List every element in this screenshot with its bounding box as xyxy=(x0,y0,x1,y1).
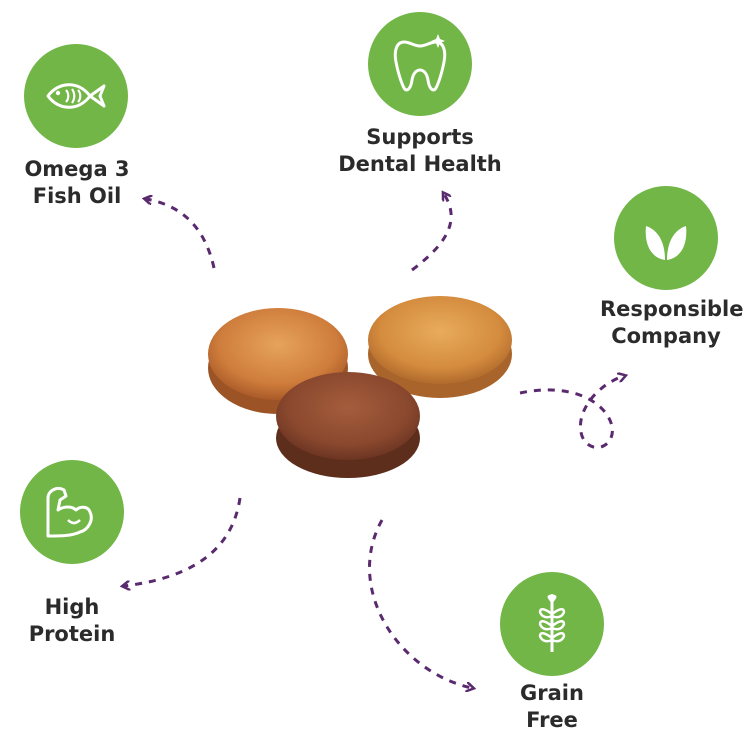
arrow-to-responsible xyxy=(519,376,624,449)
arrow-to-dental xyxy=(411,194,453,272)
protein-badge xyxy=(20,460,124,564)
wheat-icon xyxy=(538,594,566,652)
arrow-to-protein xyxy=(124,497,242,586)
responsible-line2: Company xyxy=(611,324,721,348)
treat-right xyxy=(368,296,512,398)
omega-label: Omega 3 Fish Oil xyxy=(22,156,132,210)
treat-front xyxy=(276,372,420,478)
arrow-to-grain xyxy=(368,519,472,688)
dental-line1: Supports xyxy=(366,125,474,149)
responsible-label: Responsible Company xyxy=(600,296,744,350)
protein-line1: High xyxy=(44,595,100,619)
omega-line1: Omega 3 xyxy=(24,157,130,181)
arrow-to-omega xyxy=(146,199,216,269)
responsible-badge xyxy=(614,186,718,290)
grain-line1: Grain xyxy=(520,681,584,705)
flexed-arm-icon xyxy=(46,486,93,538)
leaf-icon xyxy=(645,226,687,260)
grain-label: Grain Free xyxy=(500,680,604,734)
omega-line2: Fish Oil xyxy=(32,184,122,208)
dental-line2: Dental Health xyxy=(338,152,502,176)
omega-badge xyxy=(24,44,128,148)
protein-label: High Protein xyxy=(20,594,124,648)
dental-label: Supports Dental Health xyxy=(330,124,510,178)
protein-line2: Protein xyxy=(28,622,116,646)
grain-badge xyxy=(500,572,604,676)
treats-image xyxy=(208,296,512,478)
dental-badge xyxy=(368,12,472,116)
fish-icon xyxy=(46,83,106,109)
responsible-line1: Responsible xyxy=(600,297,744,321)
tooth-icon xyxy=(393,34,447,92)
grain-line2: Free xyxy=(526,708,578,732)
